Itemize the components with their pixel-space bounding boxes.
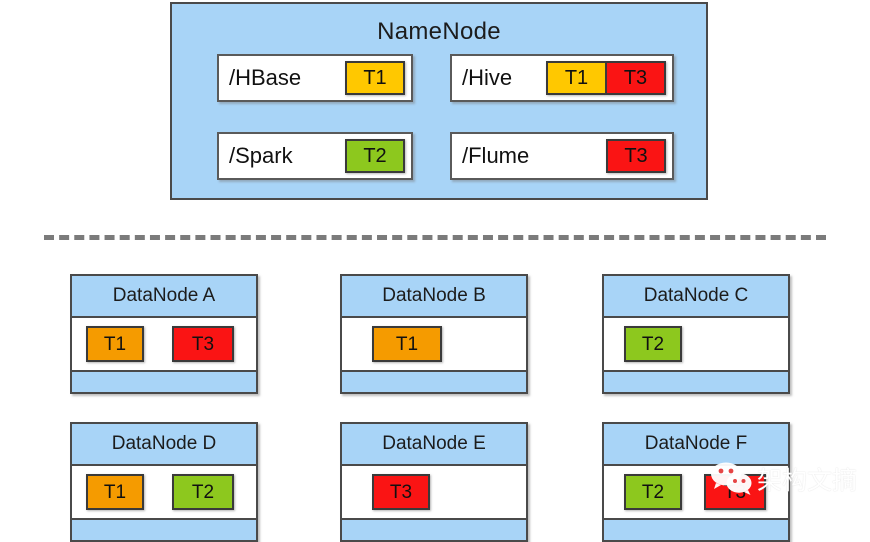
tag-t1: T1 — [372, 326, 442, 362]
datanode-e[interactable]: DataNode E T3 — [340, 422, 528, 542]
datanode-a[interactable]: DataNode A T1 T3 — [70, 274, 258, 394]
path-label: /Flume — [462, 143, 530, 168]
tag-t2: T2 — [624, 326, 682, 362]
tag-t2: T2 — [624, 474, 682, 510]
path-label: /Spark — [229, 143, 293, 168]
tag-group: T1 — [345, 61, 405, 95]
datanode-title: DataNode E — [342, 424, 526, 466]
tag-t3: T3 — [372, 474, 430, 510]
datanode-title: DataNode B — [342, 276, 526, 318]
datanode-title: DataNode D — [72, 424, 256, 466]
tag-t2: T2 — [345, 139, 405, 173]
namenode-row: /HBase T1 /Hive T1 T3 — [172, 54, 706, 112]
dashed-divider — [44, 235, 826, 240]
path-label: /Hive — [462, 65, 513, 90]
datanode-footer — [72, 520, 256, 540]
tag-t3: T3 — [704, 474, 766, 510]
datanode-body: T3 — [342, 466, 526, 520]
datanode-title: DataNode F — [604, 424, 788, 466]
tag-group: T3 — [606, 139, 666, 173]
datanode-body: T1 — [342, 318, 526, 372]
namenode-path-cell-spark[interactable]: /Spark T2 — [217, 132, 413, 180]
datanode-b[interactable]: DataNode B T1 — [340, 274, 528, 394]
datanode-title: DataNode A — [72, 276, 256, 318]
datanode-footer — [72, 372, 256, 392]
tag-t3: T3 — [172, 326, 234, 362]
datanode-body: T1 T3 — [72, 318, 256, 372]
tag-t1: T1 — [86, 474, 144, 510]
tag-t1: T1 — [345, 61, 405, 95]
namenode-row: /Spark T2 /Flume T3 — [172, 132, 706, 190]
tag-t2: T2 — [172, 474, 234, 510]
datanode-body: T2 — [604, 318, 788, 372]
datanode-c[interactable]: DataNode C T2 — [602, 274, 790, 394]
datanode-footer — [604, 520, 788, 540]
tag-t3: T3 — [606, 139, 666, 173]
namenode-path-cell-flume[interactable]: /Flume T3 — [450, 132, 674, 180]
tag-group: T2 — [345, 139, 405, 173]
tag-group: T1 T3 — [546, 61, 666, 95]
datanode-footer — [604, 372, 788, 392]
namenode-path-cell-hbase[interactable]: /HBase T1 — [217, 54, 413, 102]
datanode-body: T2 T3 — [604, 466, 788, 520]
datanode-d[interactable]: DataNode D T1 T2 — [70, 422, 258, 542]
datanode-body: T1 T2 — [72, 466, 256, 520]
tag-t3: T3 — [606, 61, 666, 95]
tag-t1: T1 — [546, 61, 606, 95]
namenode-path-list: /HBase T1 /Hive T1 T3 /Spark — [172, 54, 706, 210]
namenode-title: NameNode — [377, 18, 501, 45]
path-label: /HBase — [229, 65, 302, 90]
namenode-path-cell-hive[interactable]: /Hive T1 T3 — [450, 54, 674, 102]
tag-t1: T1 — [86, 326, 144, 362]
datanode-footer — [342, 520, 526, 540]
datanode-f[interactable]: DataNode F T2 T3 — [602, 422, 790, 542]
diagram-canvas: NameNode /HBase T1 /Hive T1 T3 — [44, 2, 857, 542]
datanode-title: DataNode C — [604, 276, 788, 318]
datanode-footer — [342, 372, 526, 392]
namenode-box: NameNode /HBase T1 /Hive T1 T3 — [170, 2, 708, 200]
